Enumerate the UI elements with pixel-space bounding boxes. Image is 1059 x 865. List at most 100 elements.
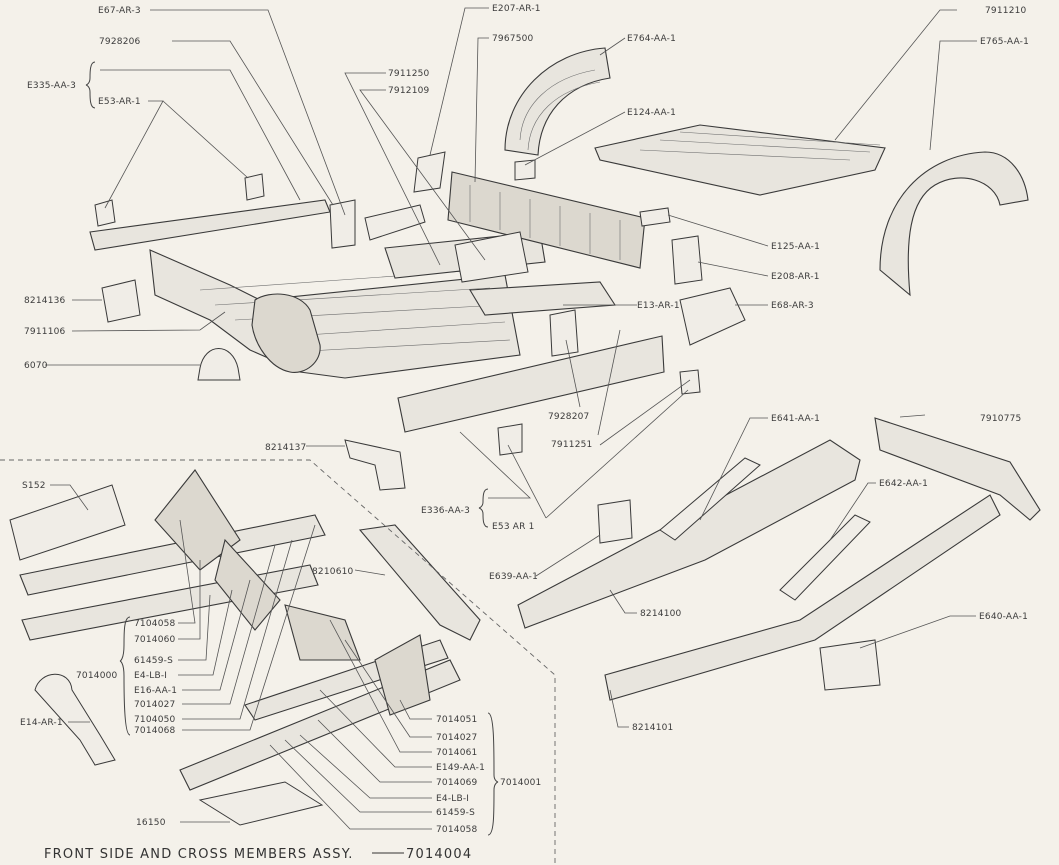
label-e14-ar-1: E14-AR-1	[20, 718, 63, 728]
label-6070: 6070	[24, 361, 48, 371]
label-e4-lb-i: E4-LB-I	[134, 671, 167, 681]
drawn-parts	[9, 47, 1041, 826]
label-e16-aa-1: E16-AA-1	[134, 686, 177, 696]
gusset-rear	[284, 604, 361, 661]
bracket-e640	[819, 639, 881, 691]
label-7014058: 7014058	[436, 825, 478, 835]
assembly-boundary-dashline	[0, 459, 556, 865]
label-7928206: 7928206	[99, 37, 141, 47]
bracket-e68	[679, 287, 746, 346]
label-8210610: 8210610	[312, 567, 354, 577]
bracket-8214137	[344, 439, 406, 491]
label-7014000: 7014000	[76, 671, 118, 681]
rocker-sill	[397, 335, 665, 433]
label-7014068: 7014068	[134, 726, 176, 736]
bracket-e53-lower	[497, 423, 523, 456]
label-e765-aa-1: E765-AA-1	[980, 37, 1029, 47]
figure-title: FRONT SIDE AND CROSS MEMBERS ASSY.	[44, 847, 354, 862]
label-8214100: 8214100	[640, 609, 682, 619]
bracket-e639	[597, 499, 633, 544]
front-floor-pan	[149, 249, 521, 379]
label-7104050: 7104050	[134, 715, 176, 725]
label-8214137: 8214137	[265, 443, 306, 453]
label-7967500: 7967500	[492, 34, 534, 44]
leader-lines	[45, 7, 977, 830]
label-7014061: 7014061	[436, 748, 477, 758]
label-7104058: 7104058	[134, 619, 176, 629]
figure-caption: FRONT SIDE AND CROSS MEMBERS ASSY. 70140…	[44, 847, 472, 862]
bracket-e14-tube	[34, 673, 116, 766]
frame-rail-8214100	[517, 439, 861, 629]
label-e764-aa-1: E764-AA-1	[627, 34, 676, 44]
label-61459-s-right: 61459-S	[436, 808, 475, 818]
plate-16150	[198, 781, 324, 826]
bracket-8214136	[101, 279, 141, 323]
label-e68-ar-3: E68-AR-3	[771, 301, 814, 311]
label-e4-lb-i-right: E4-LB-I	[436, 794, 469, 804]
bracket-e53-center	[244, 173, 265, 201]
label-e642-aa-1: E642-AA-1	[879, 479, 928, 489]
label-e335-aa-3: E335-AA-3	[27, 81, 76, 91]
rear-floor-pan	[594, 124, 886, 196]
label-7911106: 7911106	[24, 327, 66, 337]
label-7911210: 7911210	[985, 6, 1027, 16]
label-8214101: 8214101	[632, 723, 673, 733]
frame-rail-8214101	[604, 494, 1001, 701]
figure-assembly-number: 7014004	[406, 847, 472, 862]
label-7911250: 7911250	[388, 69, 430, 79]
bracket-e125	[639, 207, 671, 227]
label-7014060: 7014060	[134, 635, 176, 645]
bracket-s152	[9, 484, 126, 561]
brace-e335-group	[85, 61, 96, 109]
bracket-7911250	[364, 204, 426, 241]
label-7014027-right: 7014027	[436, 733, 477, 743]
crossmember-7910775	[874, 417, 1041, 521]
bracket-6070	[197, 348, 241, 381]
left-rear-wheelhouse	[504, 47, 611, 156]
brace-7014000-group	[119, 616, 131, 736]
label-e208-ar-1: E208-AR-1	[771, 272, 820, 282]
bulkhead-ribs	[469, 185, 621, 260]
front-wheel-arch	[251, 293, 321, 373]
floor-pan-ribs	[199, 269, 511, 353]
left-wheelhouse-ribs	[519, 69, 601, 151]
rear-floor-ribs	[639, 131, 881, 161]
label-7911251: 7911251	[551, 440, 592, 450]
bracket-7928207	[549, 309, 579, 357]
bracket-e53-left	[94, 199, 116, 227]
brace-7014001-group	[487, 712, 499, 836]
crossmember-8210610	[358, 524, 481, 641]
bracket-e124	[514, 159, 536, 181]
label-s152: S152	[22, 481, 46, 491]
label-e53-ar-1-lower: E53 AR 1	[492, 522, 535, 532]
gusset-7014051	[374, 634, 431, 716]
label-e641-aa-1: E641-AA-1	[771, 414, 820, 424]
label-7014001: 7014001	[500, 778, 541, 788]
right-rear-wheelhouse	[879, 151, 1029, 297]
label-e149-aa-1: E149-AA-1	[436, 763, 485, 773]
front-side-rail	[89, 199, 331, 251]
label-7014027: 7014027	[134, 700, 175, 710]
label-7014069: 7014069	[436, 778, 478, 788]
label-7928207: 7928207	[548, 412, 589, 422]
label-e53-ar-1: E53-AR-1	[98, 97, 141, 107]
part-labels: E67-AR-3 7928206 E335-AA-3 E53-AR-1 E207…	[20, 4, 1029, 835]
label-7014051: 7014051	[436, 715, 477, 725]
label-e207-ar-1: E207-AR-1	[492, 4, 541, 14]
label-e67-ar-3: E67-AR-3	[98, 6, 141, 16]
panel-e207	[413, 151, 446, 193]
label-61459-s: 61459-S	[134, 656, 173, 666]
label-e13-ar-1: E13-AR-1	[637, 301, 680, 311]
label-e640-aa-1: E640-AA-1	[979, 612, 1028, 622]
gusset-mid	[214, 538, 281, 631]
panel-e208	[671, 235, 703, 285]
label-e336-aa-3: E336-AA-3	[421, 506, 470, 516]
label-e639-aa-1: E639-AA-1	[489, 572, 538, 582]
bracket-e53-right	[679, 369, 701, 395]
label-e125-aa-1: E125-AA-1	[771, 242, 820, 252]
label-7912109: 7912109	[388, 86, 430, 96]
label-e124-aa-1: E124-AA-1	[627, 108, 676, 118]
rear-bulkhead	[447, 171, 646, 269]
